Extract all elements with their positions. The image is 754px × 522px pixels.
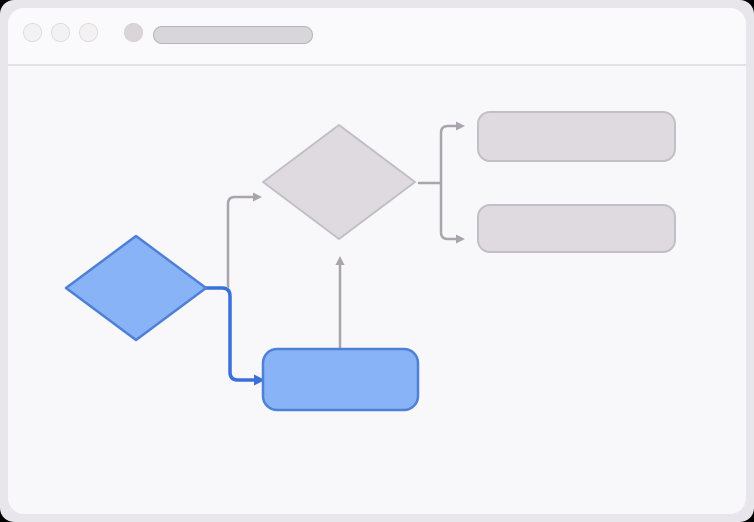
window-dot-icon[interactable]: [79, 23, 98, 42]
flowchart-canvas: [8, 66, 746, 514]
arrowhead-icon: [253, 192, 262, 202]
browser-window: [8, 8, 746, 514]
edge-secondary-to-results: [417, 121, 465, 244]
node-start-decision[interactable]: [64, 234, 208, 342]
node-result-top[interactable]: [477, 111, 676, 162]
node-result-bottom[interactable]: [477, 204, 676, 253]
flowchart: [64, 111, 676, 412]
arrowhead-icon: [456, 121, 465, 131]
edge-start-to-process: [204, 286, 265, 386]
node-secondary-decision[interactable]: [262, 124, 416, 240]
window-dot-icon[interactable]: [23, 23, 42, 42]
favicon-dot-icon: [124, 23, 143, 42]
browser-titlebar: [8, 8, 746, 66]
window-dot-icon[interactable]: [51, 23, 70, 42]
url-bar[interactable]: [153, 26, 313, 44]
node-process-step[interactable]: [261, 347, 420, 412]
arrowhead-icon: [254, 374, 265, 386]
arrowhead-icon: [335, 256, 345, 265]
arrowhead-icon: [456, 234, 465, 244]
edge-start-to-secondary: [226, 192, 262, 289]
edge-process-to-secondary: [335, 256, 345, 351]
